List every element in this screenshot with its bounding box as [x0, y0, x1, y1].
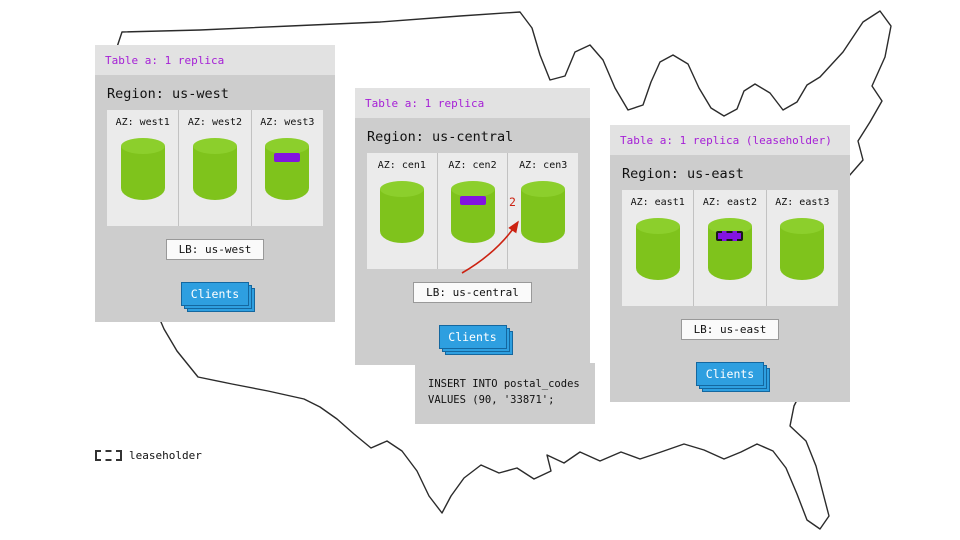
leaseholder-legend-label: leaseholder: [129, 449, 202, 462]
region-label: Region: us-west: [107, 86, 229, 102]
region-panel-us-west: Table a: 1 replica Region: us-west AZ: w…: [95, 45, 335, 322]
replica-marker: [274, 153, 301, 162]
az-column-cen1: AZ: cen1: [367, 153, 438, 269]
clients-box-us-central: Clients: [438, 325, 513, 355]
table-replica-title: Table a: 1 replica: [355, 88, 590, 118]
clients-label: Clients: [438, 325, 507, 349]
load-balancer-us-east: LB: us-east: [680, 319, 780, 340]
cylinder-body: [521, 189, 566, 243]
cylinder-top: [450, 181, 495, 197]
az-container: AZ: west1 AZ: west2 AZ: west3: [107, 110, 323, 226]
cylinder-body: [379, 189, 424, 243]
database-cylinder: [450, 181, 495, 243]
database-cylinder: [707, 218, 752, 280]
database-cylinder: [379, 181, 424, 243]
az-container: AZ: east1 AZ: east2 AZ: east3: [622, 190, 838, 306]
clients-label: Clients: [181, 282, 249, 306]
cylinder-top: [379, 181, 424, 197]
az-label: AZ: cen1: [377, 160, 426, 171]
database-cylinder: [780, 218, 825, 280]
az-column-west3: AZ: west3: [252, 110, 323, 226]
sql-query-line2: VALUES (90, '33871';: [428, 394, 555, 407]
cylinder-top: [780, 218, 825, 234]
replica-marker: [459, 196, 486, 205]
cylinder-body: [780, 226, 825, 280]
leaseholder-legend-swatch: [95, 450, 122, 461]
az-label: AZ: east1: [630, 197, 685, 208]
cylinder-top: [192, 138, 237, 154]
az-column-west1: AZ: west1: [107, 110, 180, 226]
region-panel-us-central: Table a: 1 replica Region: us-central AZ…: [355, 88, 590, 365]
cylinder-top: [120, 138, 165, 154]
table-replica-title: Table a: 1 replica: [95, 45, 335, 75]
cylinder-body: [192, 146, 237, 200]
legend: leaseholder: [95, 449, 202, 462]
sql-query-box: INSERT INTO postal_codes VALUES (90, '33…: [415, 363, 595, 424]
cylinder-top: [521, 181, 566, 197]
cylinder-top: [707, 218, 752, 234]
az-label: AZ: east2: [702, 197, 758, 208]
database-cylinder: [635, 218, 680, 280]
region-label: Region: us-east: [622, 166, 744, 182]
database-cylinder: [521, 181, 566, 243]
az-label: AZ: west2: [187, 117, 243, 128]
load-balancer-us-central: LB: us-central: [413, 282, 532, 303]
database-cylinder: [120, 138, 165, 200]
az-label: AZ: east3: [775, 197, 830, 208]
az-label: AZ: cen2: [448, 160, 497, 171]
az-column-west2: AZ: west2: [179, 110, 252, 226]
az-container: AZ: cen1 AZ: cen2 AZ: cen3: [367, 153, 578, 269]
sql-query-line1: INSERT INTO postal_codes: [428, 378, 580, 390]
az-label: AZ: cen3: [519, 160, 568, 171]
az-column-east2: AZ: east2: [694, 190, 767, 306]
az-column-east1: AZ: east1: [622, 190, 695, 306]
clients-label: Clients: [696, 362, 764, 386]
cylinder-body: [120, 146, 165, 200]
az-column-east3: AZ: east3: [767, 190, 838, 306]
region-label: Region: us-central: [367, 129, 514, 145]
az-column-cen2: AZ: cen2: [438, 153, 509, 269]
clients-box-us-east: Clients: [696, 362, 770, 392]
region-panel-us-east: Table a: 1 replica (leaseholder) Region:…: [610, 125, 850, 402]
clients-box-us-west: Clients: [181, 282, 255, 312]
database-cylinder: [192, 138, 237, 200]
az-label: AZ: west3: [260, 117, 315, 128]
load-balancer-us-west: LB: us-west: [165, 239, 265, 260]
cylinder-top: [635, 218, 680, 234]
database-cylinder: [265, 138, 310, 200]
leaseholder-marker: [715, 231, 743, 241]
cylinder-top: [265, 138, 310, 154]
az-column-cen3: AZ: cen3: [508, 153, 578, 269]
table-replica-title: Table a: 1 replica (leaseholder): [610, 125, 850, 155]
cylinder-body: [635, 226, 680, 280]
az-label: AZ: west1: [115, 117, 170, 128]
